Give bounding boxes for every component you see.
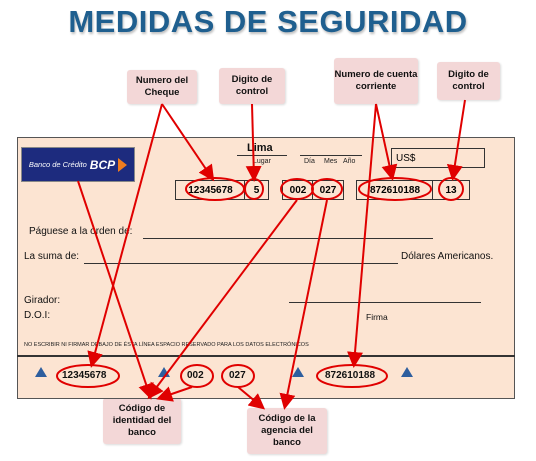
check-city: Lima bbox=[247, 142, 273, 154]
bank-code: 002 bbox=[289, 184, 307, 196]
girador-label: Girador: bbox=[24, 295, 61, 306]
callout-digito-control-2-label: Digito de control bbox=[448, 69, 489, 92]
date-line bbox=[300, 155, 362, 156]
doi-label: D.O.I: bbox=[24, 310, 51, 321]
agency-code-cell: 027 bbox=[312, 180, 344, 200]
micr-bank-code: 002 bbox=[187, 370, 204, 381]
la-suma-line[interactable] bbox=[84, 263, 398, 264]
check-digit-2-cell: 13 bbox=[432, 180, 470, 200]
currency-label: US$ bbox=[396, 152, 416, 164]
city-line bbox=[237, 155, 287, 156]
callout-codigo-banco-label: Código de identidad del banco bbox=[112, 403, 172, 438]
dolares-label: Dólares Americanos. bbox=[401, 251, 494, 262]
callout-codigo-banco: Código de identidad del banco bbox=[103, 398, 181, 444]
disclaimer-text: NO ESCRIBIR NI FIRMAR DEBAJO DE ÉSTA LÍN… bbox=[24, 342, 309, 348]
agency-code: 027 bbox=[319, 184, 337, 196]
check-digit-2: 13 bbox=[445, 184, 457, 196]
bank-code-cell: 002 bbox=[282, 180, 314, 200]
firma-line[interactable] bbox=[289, 302, 481, 303]
la-suma-label: La suma de: bbox=[24, 251, 80, 262]
micr-triangle-icon bbox=[292, 367, 304, 377]
micr-triangle-icon bbox=[35, 367, 47, 377]
bank-logo: Banco de Crédito BCP bbox=[21, 147, 135, 182]
date-mes: Mes bbox=[324, 158, 338, 165]
firma-label: Firma bbox=[366, 312, 388, 322]
cheque-number: 12345678 bbox=[188, 184, 233, 196]
cheque-number-cell: 12345678 bbox=[175, 180, 246, 200]
bank-logo-brand: BCP bbox=[89, 157, 116, 172]
amount-box[interactable]: US$ bbox=[391, 148, 485, 168]
callout-numero-cheque-label: Numero del Cheque bbox=[135, 75, 189, 98]
callout-digito-control-1-label: Digito de control bbox=[231, 74, 273, 97]
paguese-label: Páguese a la orden de: bbox=[29, 226, 133, 237]
micr-account-number: 872610188 bbox=[325, 370, 376, 381]
city-caption: Lugar bbox=[253, 158, 271, 165]
micr-agency-code: 027 bbox=[229, 370, 246, 381]
micr-triangle-icon bbox=[158, 367, 170, 377]
callout-digito-control-2: Digito de control bbox=[437, 62, 500, 100]
callout-numero-cheque: Numero del Cheque bbox=[127, 70, 197, 104]
bank-logo-text: Banco de Crédito bbox=[28, 160, 87, 169]
callout-codigo-agencia-label: Código de la agencia del banco bbox=[258, 413, 316, 448]
micr-cheque-number: 12345678 bbox=[62, 370, 107, 381]
paguese-line[interactable] bbox=[143, 238, 433, 239]
micr-triangle-icon bbox=[401, 367, 413, 377]
callout-codigo-agencia: Código de la agencia del banco bbox=[247, 408, 327, 454]
callout-numero-cuenta-label: Numero de cuenta corriente bbox=[334, 69, 418, 92]
callout-digito-control-1: Digito de control bbox=[219, 68, 285, 104]
account-number: 872610188 bbox=[369, 184, 421, 196]
date-dia: Día bbox=[304, 158, 315, 165]
check-digit-1: 5 bbox=[253, 184, 260, 196]
account-number-cell: 872610188 bbox=[356, 180, 434, 200]
callout-numero-cuenta: Numero de cuenta corriente bbox=[334, 58, 418, 104]
bank-logo-arrow-icon bbox=[118, 157, 128, 172]
check-digit-1-cell: 5 bbox=[244, 180, 269, 200]
date-anio: Año bbox=[343, 158, 356, 165]
page-title: MEDIDAS DE SEGURIDAD bbox=[68, 4, 468, 39]
micr-separator bbox=[17, 355, 515, 357]
